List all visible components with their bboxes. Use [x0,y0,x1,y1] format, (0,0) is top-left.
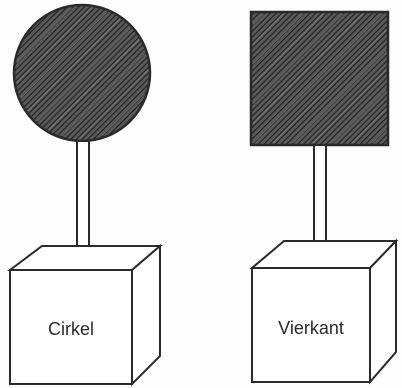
square-assembly: Vierkant [251,12,396,382]
circle-cube: Cirkel [10,246,160,384]
circle-stick [77,141,89,259]
circle-label: Cirkel [48,319,94,339]
square-cube: Vierkant [252,241,396,382]
square-label: Vierkant [278,318,344,338]
hatched-circle-sheen [16,7,148,139]
circle-cube-side [132,246,160,384]
circle-assembly: Cirkel [10,5,160,384]
hatched-square-sheen [253,14,386,143]
square-stick [314,145,326,245]
